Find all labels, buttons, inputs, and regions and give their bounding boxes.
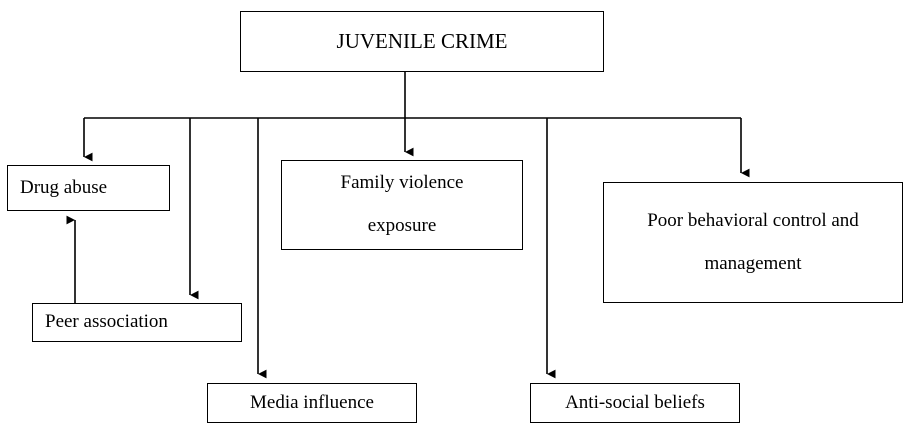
node-anti-social-beliefs[interactable]: Anti-social beliefs: [530, 383, 740, 423]
node-family-violence-exposure-label-line2: exposure: [367, 215, 437, 236]
node-poor-behavioral-control-label-line1: Poor behavioral control and: [647, 209, 859, 231]
node-juvenile-crime-label: JUVENILE CRIME: [336, 28, 508, 53]
node-peer-association[interactable]: Peer association: [32, 303, 242, 342]
node-drug-abuse[interactable]: Drug abuse: [7, 165, 170, 211]
node-poor-behavioral-control[interactable]: Poor behavioral control and management: [603, 182, 903, 303]
node-poor-behavioral-control-label-line2: management: [704, 252, 802, 274]
node-family-violence-exposure-label-line1: Family violence: [340, 172, 464, 194]
node-media-influence[interactable]: Media influence: [207, 383, 417, 423]
node-anti-social-beliefs-label: Anti-social beliefs: [565, 391, 705, 413]
node-peer-association-label: Peer association: [45, 311, 168, 333]
node-juvenile-crime[interactable]: JUVENILE CRIME: [240, 11, 604, 72]
node-family-violence-exposure[interactable]: Family violence exposure: [281, 160, 523, 250]
node-media-influence-label: Media influence: [250, 391, 374, 413]
node-drug-abuse-label: Drug abuse: [20, 176, 108, 198]
